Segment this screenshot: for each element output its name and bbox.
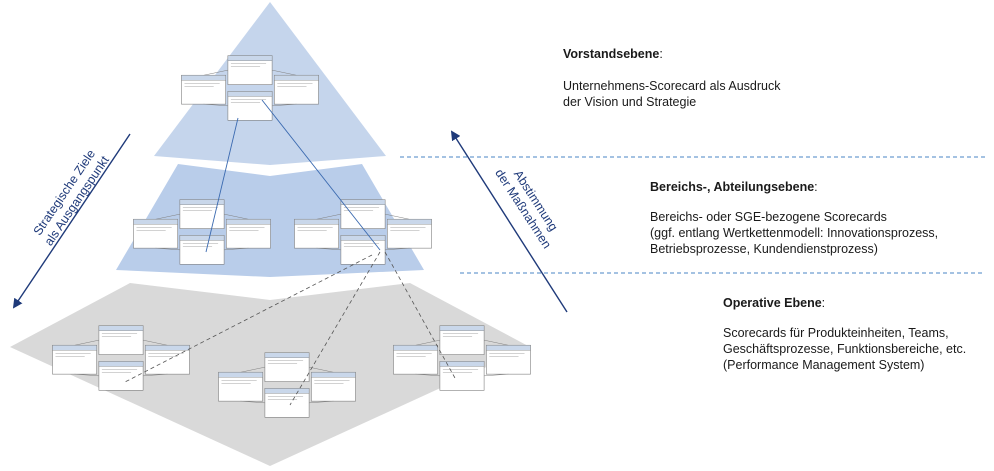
cluster-link [155, 247, 180, 251]
cascade-dashed-line [289, 251, 381, 406]
scorecard-header [274, 75, 319, 81]
scorecard-header [340, 235, 386, 241]
scorecard-header [218, 372, 263, 378]
level-vorstand: Vorstandsebene: Unternehmens-Scorecard a… [563, 46, 983, 110]
scorecard-header [179, 235, 225, 241]
scorecard-header [264, 388, 310, 394]
scorecard-header [486, 345, 531, 351]
scorecard-header [226, 219, 271, 225]
level-line: Scorecards für Produkteinheiten, Teams, [723, 326, 949, 340]
scorecard-header [439, 361, 485, 367]
scorecard-header [387, 219, 432, 225]
scorecard-header [52, 345, 97, 351]
cluster-link [316, 247, 341, 251]
cluster-link [240, 400, 265, 404]
level-line: (ggf. entlang Wertkettenmodell: Innovati… [650, 226, 939, 240]
scorecard-header [133, 219, 178, 225]
cluster-link [203, 103, 228, 107]
cascade-dashed-line [384, 251, 456, 379]
cluster-link [240, 366, 265, 373]
cluster-link [385, 247, 410, 251]
scorecard-header [98, 361, 144, 367]
cluster-link [155, 213, 180, 220]
scorecard-header [227, 55, 273, 61]
cluster-link [143, 373, 168, 377]
scorecard-header [294, 219, 339, 225]
level-line: (Performance Management System) [723, 358, 925, 372]
cluster-link [203, 69, 228, 76]
scorecard-header [393, 345, 438, 351]
level-bereich: Bereichs-, Abteilungsebene: Bereichs- od… [650, 179, 990, 257]
scorecard-header [264, 352, 310, 358]
cluster-link [272, 69, 297, 76]
scorecard-header [145, 345, 190, 351]
cluster-link [309, 400, 334, 404]
cascade-links [124, 99, 456, 406]
cluster-link [484, 339, 509, 346]
scorecard-cluster [393, 325, 531, 391]
cluster-link [415, 373, 440, 377]
level-heading: Vorstandsebene [563, 47, 660, 61]
scorecard-header [311, 372, 356, 378]
scorecard-cluster [218, 352, 356, 418]
cluster-link [484, 373, 509, 377]
cluster-link [74, 373, 99, 377]
cluster-link [272, 103, 297, 107]
scorecard-header [179, 199, 225, 205]
cluster-link [74, 339, 99, 346]
level-line: der Vision und Strategie [563, 95, 697, 109]
level-heading: Bereichs-, Abteilungsebene [650, 180, 815, 194]
cascade-dashed-line [124, 254, 373, 383]
cascade-line [205, 117, 239, 253]
arrow-up-left [450, 130, 568, 313]
level-line: Unternehmens-Scorecard als Ausdruck [563, 79, 781, 93]
scorecard-header [227, 91, 273, 97]
scorecard-header [439, 325, 485, 331]
cluster-link [224, 247, 249, 251]
level-heading: Operative Ebene [723, 296, 822, 310]
scorecard-cluster [52, 325, 190, 391]
arrow-down-left [12, 133, 131, 309]
level-operativ: Operative Ebene: Scorecards für Produkte… [723, 295, 991, 373]
scorecard-groups [52, 55, 531, 418]
scorecard-header [340, 199, 386, 205]
cluster-link [224, 213, 249, 220]
level-line: Bereichs- oder SGE-bezogene Scorecards [650, 210, 887, 224]
cluster-link [143, 339, 168, 346]
scorecard-cluster [181, 55, 319, 121]
cluster-link [415, 339, 440, 346]
level-line: Betriebsprozesse, Kundendienstprozess) [650, 242, 878, 256]
cluster-link [316, 213, 341, 220]
scorecard-header [98, 325, 144, 331]
cluster-link [309, 366, 334, 373]
scorecard-header [181, 75, 226, 81]
cascade-line [261, 99, 381, 251]
cluster-link [385, 213, 410, 220]
level-line: Geschäftsprozesse, Funktionsbereiche, et… [723, 342, 967, 356]
